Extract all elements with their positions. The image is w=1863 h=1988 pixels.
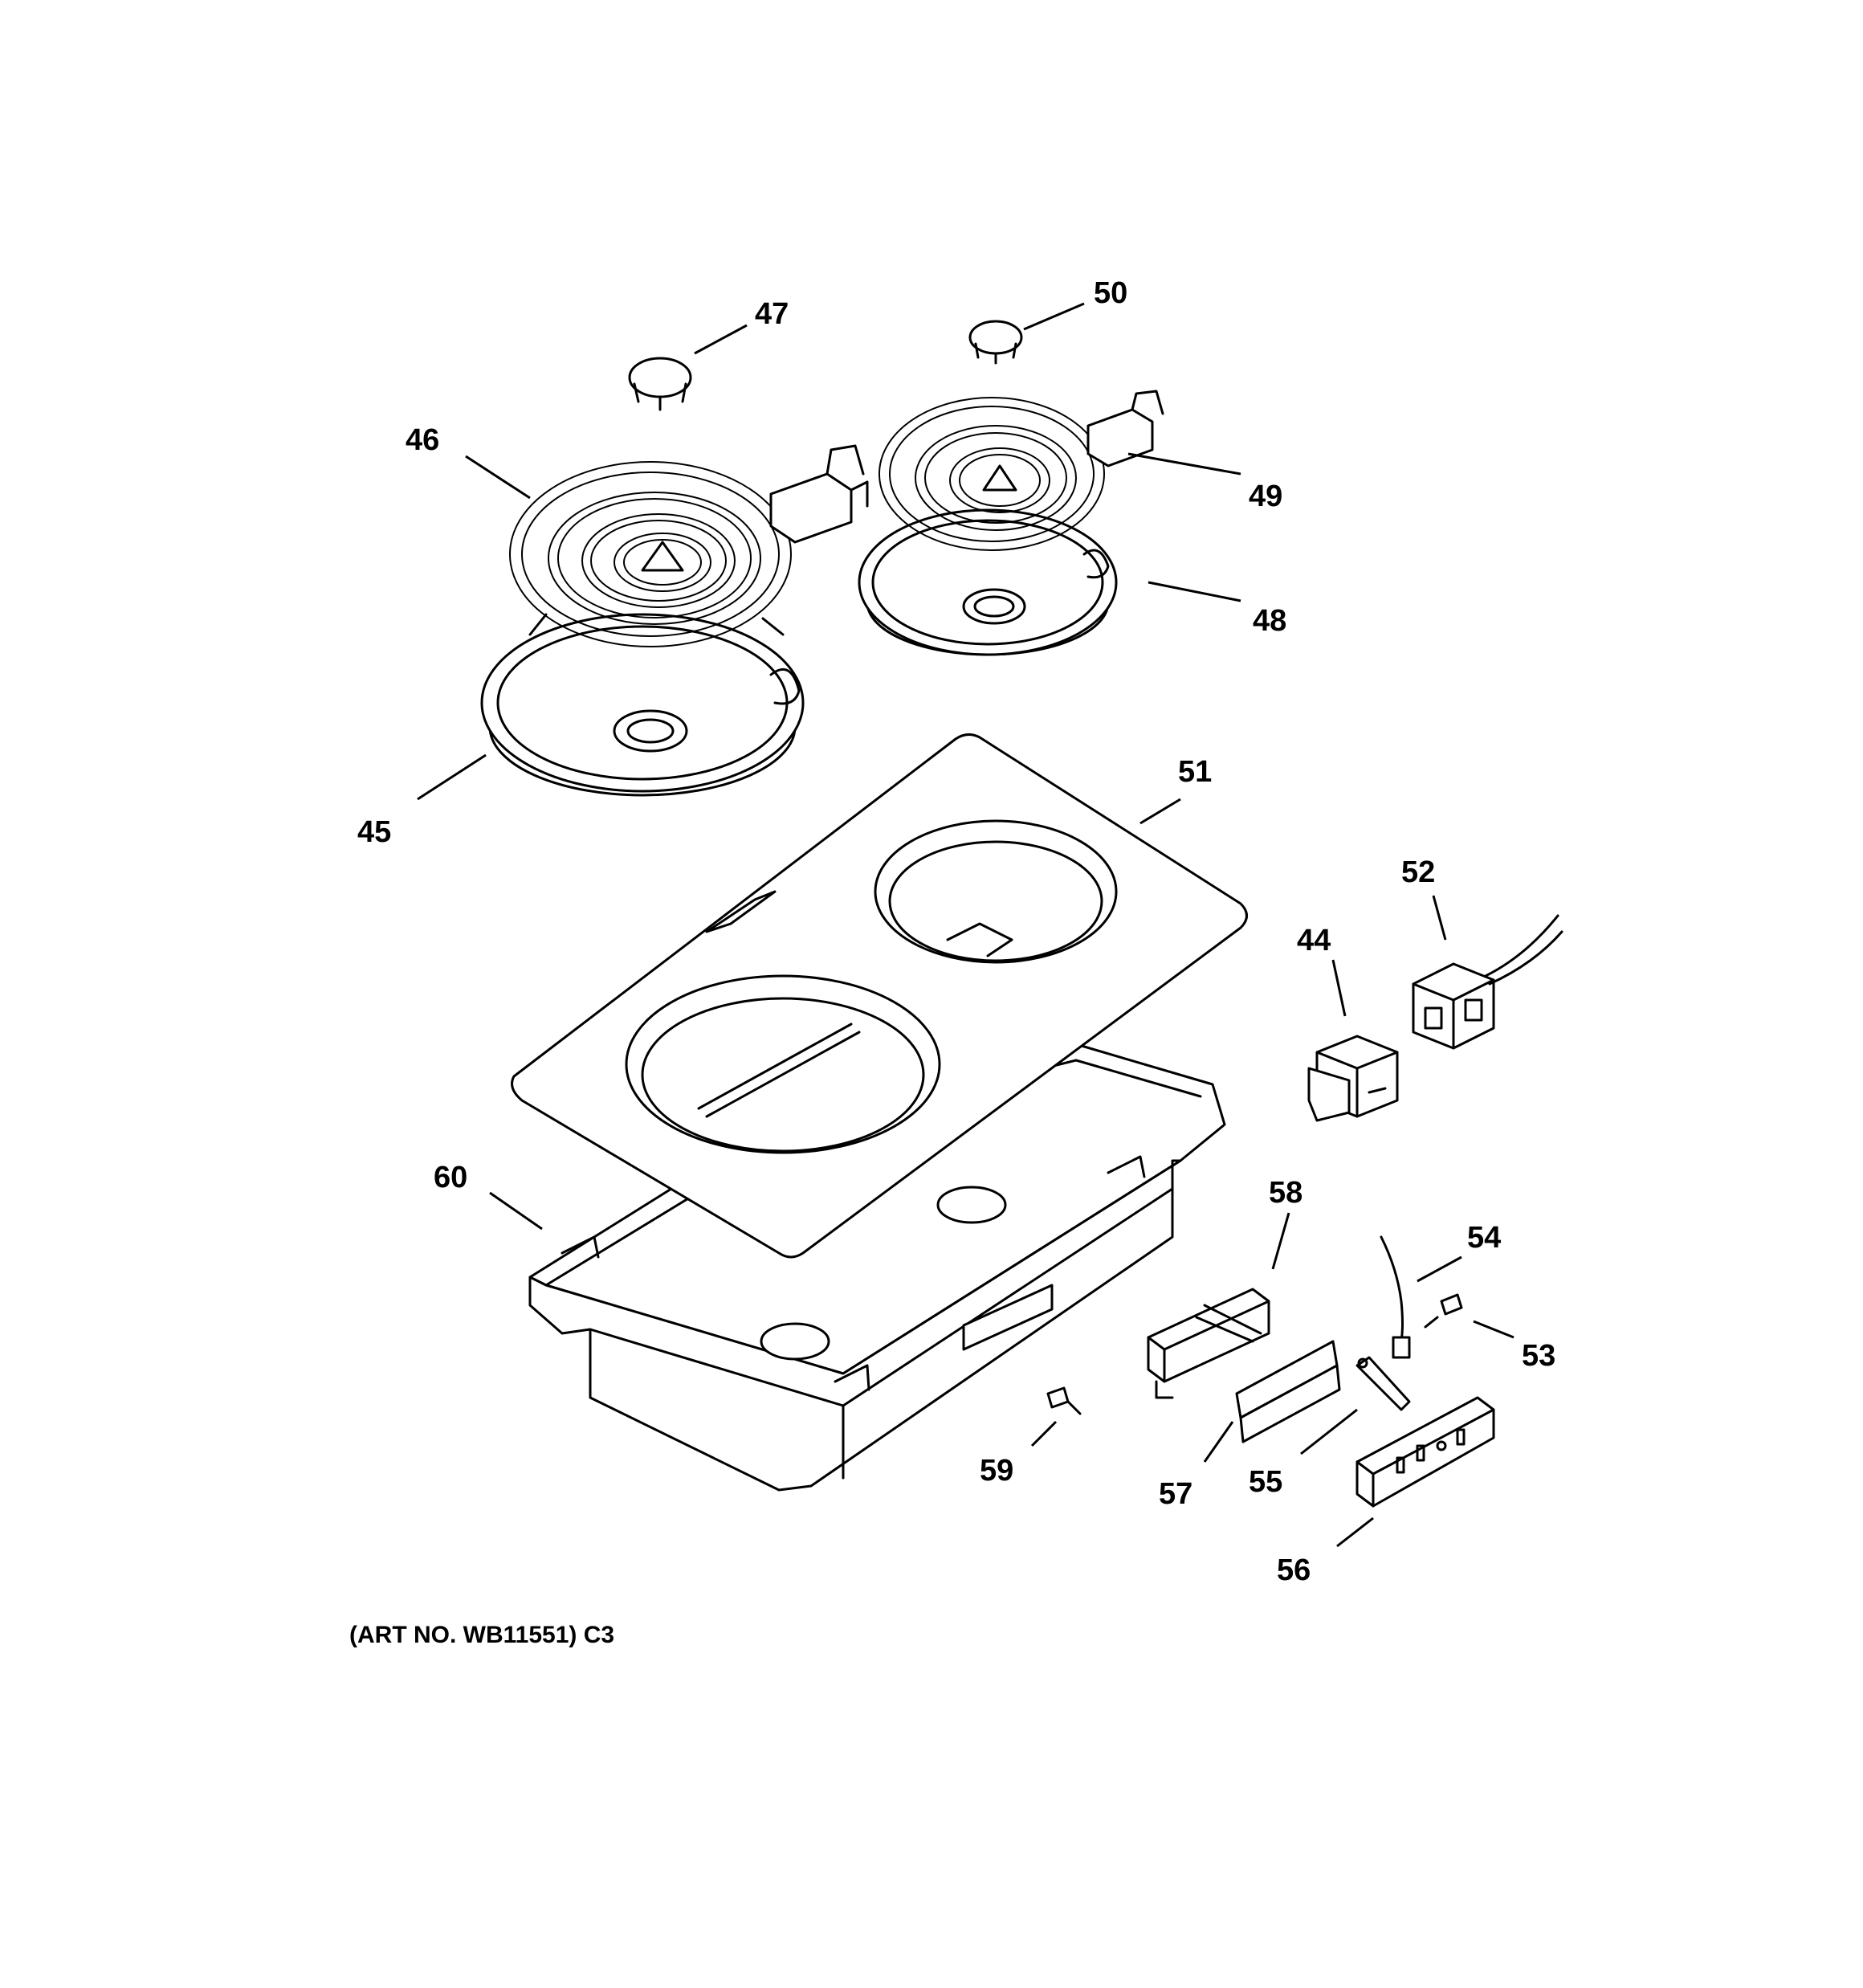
screw-part-53: [1424, 1293, 1463, 1329]
callout-50: 50: [1094, 276, 1127, 310]
screw-part-59: [1046, 1386, 1082, 1415]
callout-49: 49: [1249, 480, 1282, 513]
callout-53: 53: [1522, 1339, 1555, 1373]
burner-box-part-60: [528, 1043, 1226, 1492]
small-center-trim-part-50: [968, 320, 1023, 365]
callout-52: 52: [1401, 855, 1435, 889]
callout-46: 46: [406, 423, 439, 457]
insulation-part-57: [1235, 1340, 1341, 1443]
callout-47: 47: [755, 297, 789, 331]
callout-56: 56: [1277, 1553, 1311, 1587]
small-surface-unit-part-49: [879, 390, 1164, 551]
callout-58: 58: [1269, 1176, 1302, 1210]
callout-55: 55: [1249, 1465, 1282, 1499]
callout-54: 54: [1467, 1221, 1501, 1255]
ground-wire-part-54: [1380, 1235, 1411, 1359]
callout-labels: 47 50 46 49 48 45 51 52 44 60 58 54 53 5…: [357, 276, 1555, 1587]
callout-59: 59: [980, 1454, 1013, 1488]
large-center-trim-part-47: [628, 357, 692, 411]
callout-44: 44: [1297, 924, 1331, 957]
callout-57: 57: [1159, 1477, 1192, 1511]
terminal-block-part-44: [1307, 1035, 1399, 1122]
small-drip-pan-part-48: [858, 508, 1118, 656]
callout-48: 48: [1253, 604, 1286, 638]
callout-51: 51: [1178, 755, 1212, 789]
callout-45: 45: [357, 815, 391, 849]
large-drip-pan-part-45: [480, 613, 805, 797]
ground-strap-part-55: [1355, 1356, 1411, 1411]
large-surface-unit-part-46: [509, 444, 869, 647]
art-number-caption: (ART NO. WB11551) C3: [349, 1622, 614, 1648]
block-cover-part-56: [1355, 1396, 1495, 1508]
cooktop-plate-part-51: [511, 733, 1248, 1259]
receptacle-part-52: [1412, 914, 1563, 1050]
bracket-part-58: [1147, 1288, 1270, 1399]
callout-60: 60: [434, 1161, 467, 1194]
leader-lines: [417, 302, 1514, 1548]
